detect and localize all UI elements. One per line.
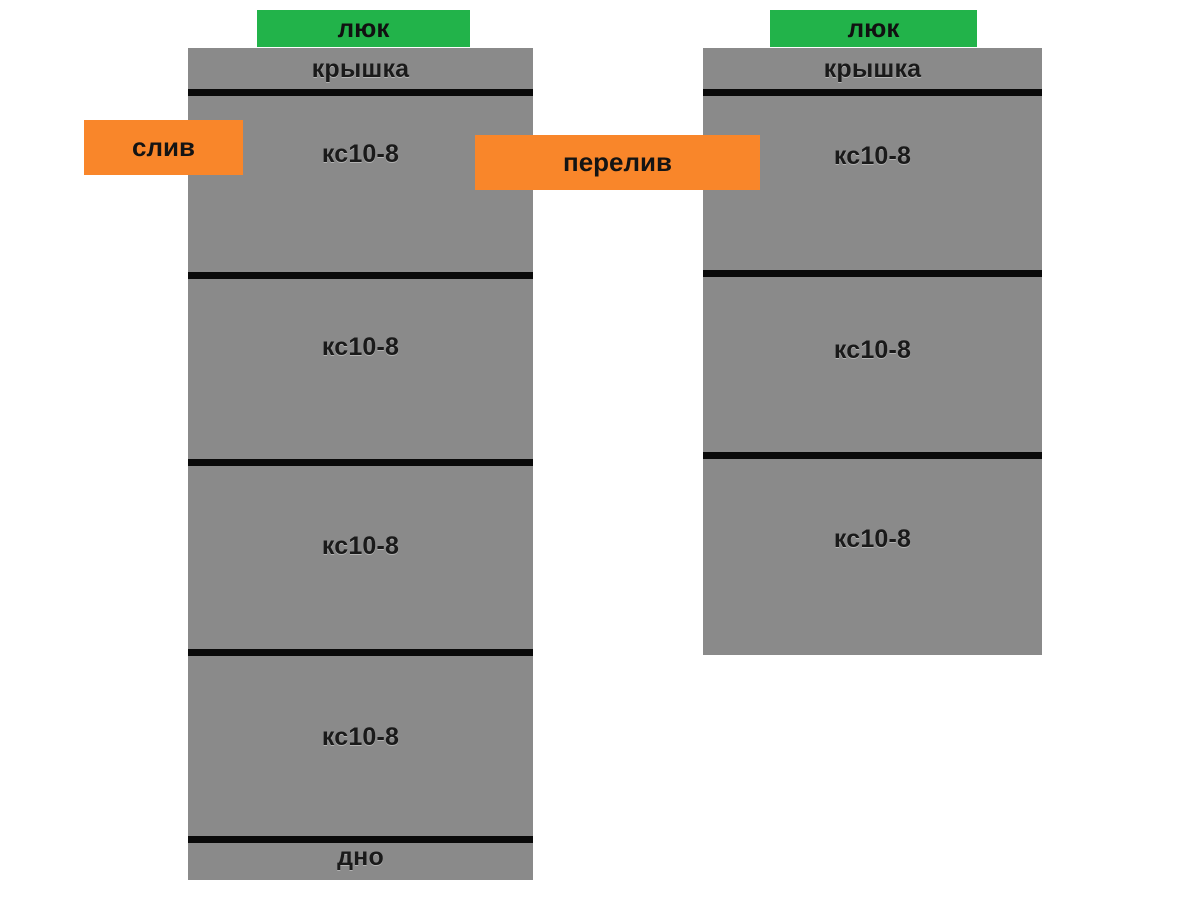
left-tank-joint-2 [188, 459, 533, 466]
left-tank-ring-3-label: кс10-8 [321, 532, 400, 560]
left-tank-bottom-label: дно [337, 843, 384, 871]
left-tank-cover-label: крышка [311, 55, 410, 83]
left-tank-joint-3 [188, 649, 533, 656]
overflow-pipe-label: перелив [563, 147, 672, 177]
right-tank-cover-label: крышка [823, 55, 922, 83]
left-tank-joint-bottom [188, 836, 533, 843]
left-tank-joint-1 [188, 272, 533, 279]
right-tank-ring-1-label: кс10-8 [833, 142, 912, 170]
right-tank-joint-1 [703, 270, 1042, 277]
left-tank-ring-2-label: кс10-8 [321, 333, 400, 361]
right-tank-joint-cover [703, 89, 1042, 96]
left-tank-hatch-label: люк [337, 13, 390, 43]
right-tank-hatch-label: люк [847, 13, 900, 43]
overflow-pipe[interactable]: перелив [475, 135, 760, 190]
left-tank-joint-cover [188, 89, 533, 96]
left-tank-ring-1-label: кс10-8 [321, 140, 400, 168]
left-tank-ring-4-label: кс10-8 [321, 723, 400, 751]
right-tank-joint-2 [703, 452, 1042, 459]
right-tank-ring-2-label: кс10-8 [833, 336, 912, 364]
left-tank-hatch[interactable]: люк [257, 10, 470, 47]
inlet-pipe-label: слив [132, 132, 195, 162]
right-tank-hatch[interactable]: люк [770, 10, 977, 47]
inlet-pipe[interactable]: слив [84, 120, 243, 175]
right-tank-ring-3-label: кс10-8 [833, 525, 912, 553]
